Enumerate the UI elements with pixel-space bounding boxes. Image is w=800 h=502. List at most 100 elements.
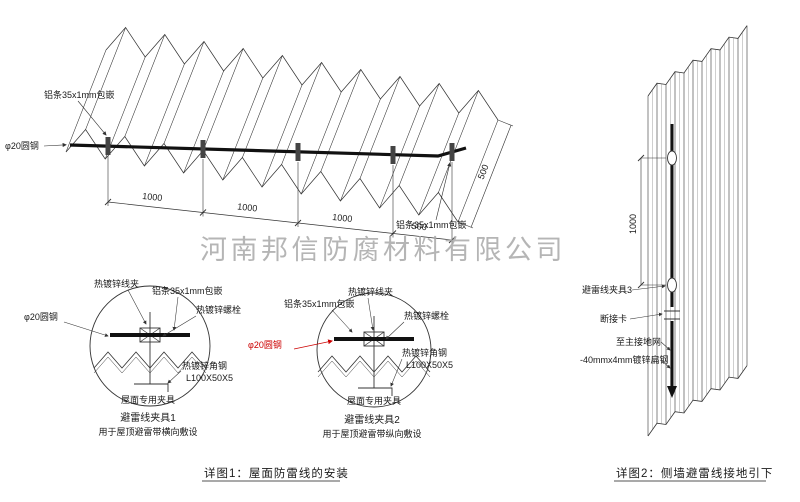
wire-clamp [390,146,396,164]
leader [660,359,671,369]
wire-clamp [295,143,301,161]
roof-ridge-line [163,41,205,144]
roof-ridge-line [379,105,420,209]
dimension-line [107,201,453,241]
detail1-clamp-fixture: 热镀锌线夹 铝条35x1mm包嵌 热镀锌螺栓 φ20圆钢 热镀锌角钢 L100X… [24,278,241,437]
roof-ridge-line [202,48,244,151]
leader [63,321,109,337]
label-roof-fixture-1: 屋面专用夹具 [121,394,175,405]
label-round-steel-2: φ20圆钢 [248,339,282,350]
label-wall-clamp3: 避雷线夹具3 [582,284,632,295]
roof-ridge-line [183,70,224,174]
angle-steel [358,387,393,396]
side-dimension [457,119,514,229]
dim-500: 500 [411,221,427,233]
roof-ridge-line [104,56,146,160]
wire-clamp [105,137,111,155]
label-bolt-1: 热镀锌螺栓 [196,304,241,315]
detail2-subtitle: 用于屋顶避雷带纵向敷设 [322,428,421,439]
leader-strip-top [77,100,107,136]
dim-1000-2: 1000 [237,201,258,213]
figure2-wall-grounding: 1000 避雷线夹具3 断接卡 至主接地网 -40mmx4mm镀锌扁钢 [580,25,748,437]
roof-back-edge [105,26,499,121]
figure1-caption: 详图1：屋面防雷线的安装 [204,466,349,480]
label-roof-fixture-2: 屋面专用夹具 [347,395,401,406]
leader-round-steel [43,142,67,148]
dim-1000-1: 1000 [142,191,163,203]
detail1-circle [89,285,211,407]
label-aluminum-strip-right: 铝条35x1mm包嵌 [396,219,467,230]
leader [331,309,353,333]
leader [162,315,197,337]
label-strip-2: 铝条35x1mm包嵌 [284,298,355,309]
detail1-subtitle: 用于屋顶避雷带横向敷设 [98,426,197,437]
label-to-main-ground: 至主接地网 [616,336,661,347]
corrugated-wall-drawing [647,25,748,437]
figure1-roof-installation: 1000 1000 1000 500 500 铝条35x1mm包嵌 φ20圆钢 … [5,26,514,244]
dim-1000-wall: 1000 [628,214,638,234]
label-round-steel-1: φ20圆钢 [24,311,58,322]
label-strip-1: 铝条35x1mm包嵌 [152,285,223,296]
wire-clamp [449,143,455,161]
leader [127,289,147,325]
label-aluminum-strip-top: 铝条35x1mm包嵌 [44,89,115,100]
disconnect-card-symbol [664,310,680,320]
leader [631,284,666,291]
detail2-clamp-fixture: 铝条35x1mm包嵌 热镀锌线夹 热镀锌螺栓 φ20圆钢 热镀锌角钢 L100X… [248,286,453,439]
roof-ridge-line [398,83,440,186]
leader [660,341,671,351]
leader [390,358,403,387]
wire-clamp [200,140,206,158]
dimension-extension-lines [107,156,453,244]
label-round-steel: φ20圆钢 [5,140,39,151]
label-angle-size-2: L100X50X5 [406,360,453,370]
angle-steel [134,383,169,392]
roof-ridge-line [124,34,166,137]
label-angle-steel-2: 热镀锌角钢 [402,347,447,358]
dim-500-side: 500 [476,163,491,181]
roof-ridge-line [281,62,322,165]
detail2-title: 避雷线夹具2 [344,413,400,426]
leader [167,370,182,384]
roof-ridge-line [359,76,401,179]
detail1-assembly-drawing [93,312,207,392]
roof-front-edge [65,128,459,223]
wall-clamp [667,277,677,293]
detail1-title: 避雷线夹具1 [120,411,176,424]
label-disconnect-card: 断接卡 [600,313,627,324]
wall-clamp [667,150,677,166]
roof-ridge-line [85,27,126,130]
wall-dimension [637,154,666,289]
lightning-wire [69,143,467,158]
leader [367,297,375,331]
label-galv-clamp-2: 热镀锌线夹 [348,286,393,297]
roof-ridge-line [418,112,460,216]
roof-ridge-line [320,69,362,172]
roof-ridge-line [261,84,303,188]
leader-strip-right [435,162,452,221]
roof-ridge-line [222,77,264,181]
label-angle-steel-1: 热镀锌角钢 [182,360,227,371]
figure2-caption: 详图2：侧墙避雷线接地引下 [616,466,773,480]
roof-ridge-line [300,91,342,195]
leader [629,312,663,320]
roof-ridge-line [457,119,499,223]
roof-isometric-drawing [65,26,499,223]
ground-arrow [667,386,677,398]
roof-ridge-line [242,55,283,158]
label-bolt-2: 热镀锌螺栓 [404,310,449,321]
label-angle-size-1: L100X50X5 [186,373,233,383]
company-watermark: 河南邦信防腐材料有限公司 [200,235,566,265]
roof-ridge-line [438,90,479,193]
roof-ridge-line [340,98,381,202]
detail2-circle [316,292,432,408]
dim-1000-3: 1000 [332,212,353,224]
leader-red [293,339,333,350]
leader [385,321,405,340]
roof-ridge-line [65,49,107,153]
label-flat-steel: -40mmx4mm镀锌扁钢 [580,354,669,365]
dimension-ticks [104,198,456,244]
roof-ridge-line [144,63,185,167]
